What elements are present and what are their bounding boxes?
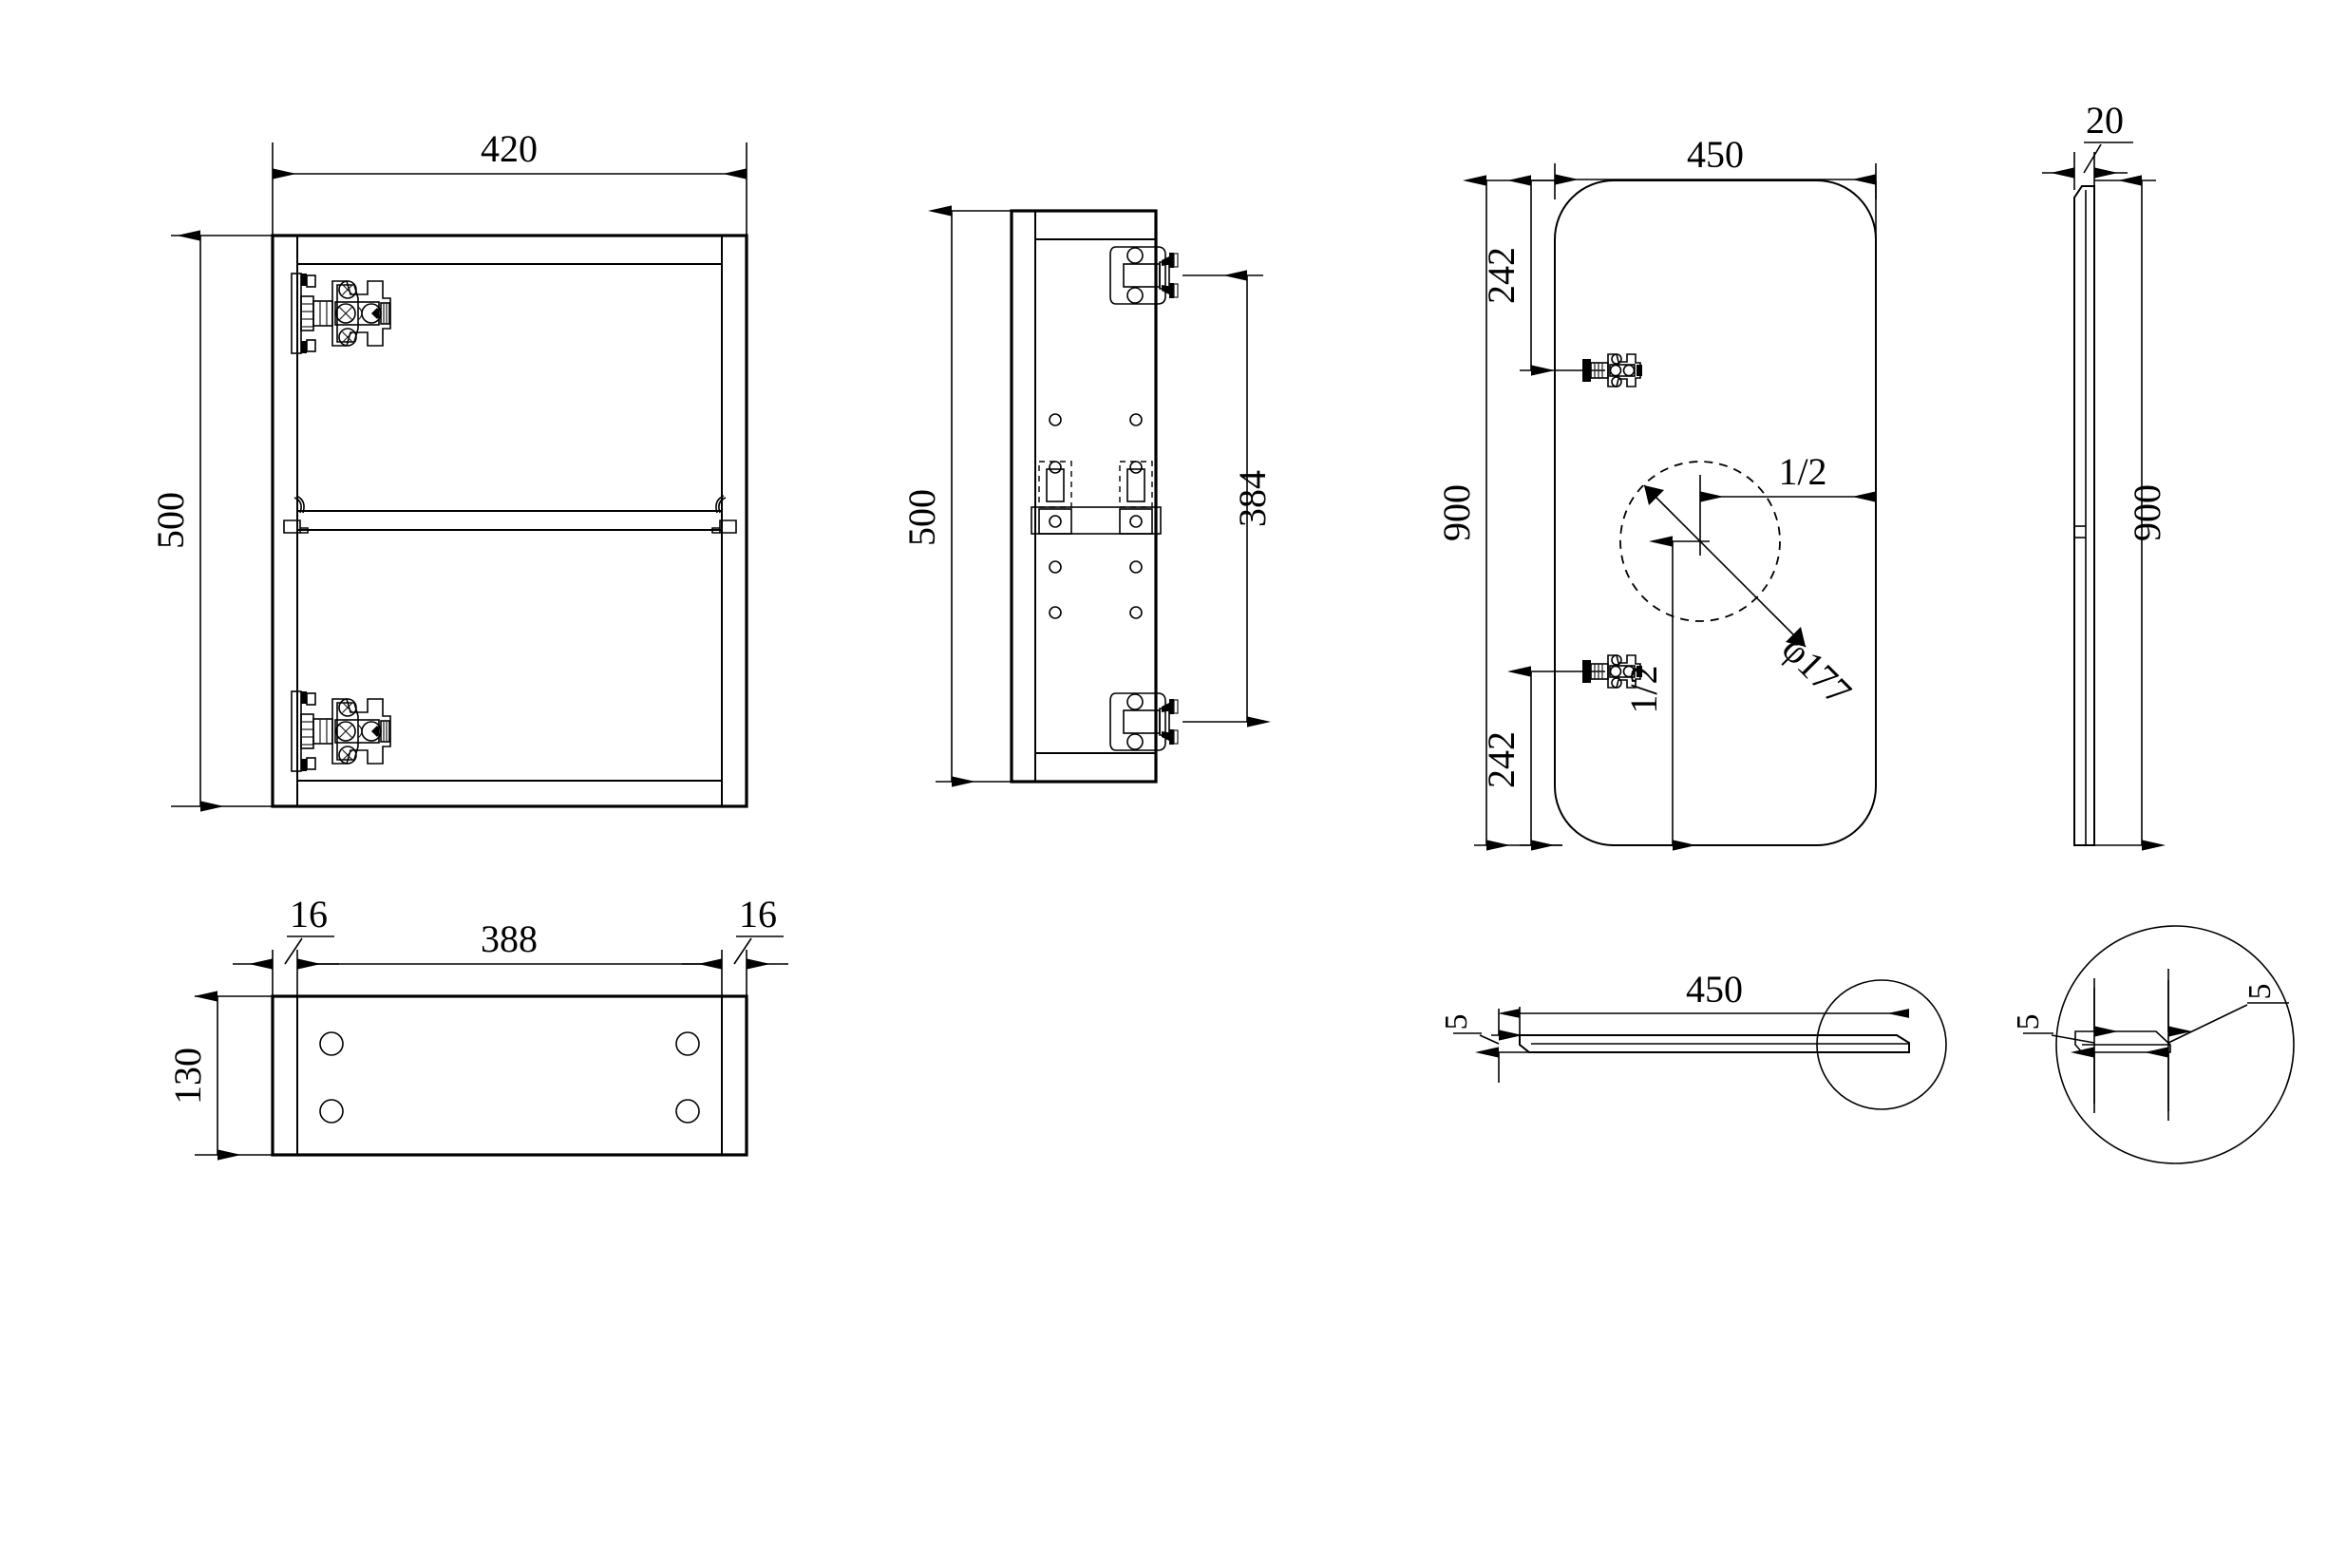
dim-label-cab-width: 420 <box>481 127 538 170</box>
dimension-detail-right-5: 5 <box>2145 969 2289 1121</box>
dim-label-hinge-bottom-offset: 242 <box>1480 731 1523 788</box>
dowel-hole-1 <box>319 1031 344 1056</box>
dim-label-led-half-horizontal: 1/2 <box>1778 450 1826 493</box>
dimension-cab-width: 420 <box>272 127 747 236</box>
dim-label-edge-height: 900 <box>2126 484 2168 541</box>
cabinet-front-view: 420 500 <box>149 127 748 812</box>
dimension-mirror-width: 450 <box>1554 133 1877 199</box>
carcass-section-body <box>1010 209 1158 784</box>
dimension-panel-length: 450 <box>1498 968 1909 1040</box>
dim-label-shelf-height: 130 <box>166 1048 209 1105</box>
dimension-panel-thickness: 5 <box>1439 1009 1531 1083</box>
dimension-edge-thickness: 20 <box>2042 99 2133 190</box>
dimension-cab-height: 500 <box>149 230 285 812</box>
hinge-cup-bottom <box>1109 692 1179 751</box>
dimension-hinge-bottom-offset: 242 <box>1480 666 1605 851</box>
dimension-led-half-horizontal: 1/2 <box>1699 180 1877 556</box>
dim-label-led-half-vertical: 1/2 <box>1622 665 1665 713</box>
mirror-hinge-upper <box>1581 353 1643 387</box>
dimension-edge-height: 900 <box>2094 175 2168 851</box>
bracket-holes <box>1031 413 1162 619</box>
dim-label-shelf-left-thickness: 16 <box>290 893 328 935</box>
mirror-door-front-view: 450 900 242 242 <box>1435 133 1877 851</box>
mirror-top-section-view: 450 5 <box>1439 968 1947 1110</box>
mirror-panel <box>1554 179 1877 846</box>
mirror-panel-section <box>1519 1034 1910 1053</box>
dim-label-mirror-width: 450 <box>1687 133 1744 176</box>
shelf-body <box>271 994 748 1157</box>
dowel-hole-2 <box>319 1099 344 1124</box>
dim-label-cab-height: 500 <box>149 492 192 549</box>
dimension-shelf-inner-width: 388 <box>297 917 722 965</box>
mirror-edge-body <box>2073 185 2095 846</box>
dim-label-hinge-spacing: 384 <box>1231 470 1274 527</box>
dimension-hinge-spacing: 384 <box>1182 270 1274 727</box>
mirror-door-edge-view: 20 900 <box>2042 99 2168 851</box>
detail-enlarged-view: 5 5 <box>2011 925 2295 1164</box>
cabinet-side-section-view: 500 <box>900 205 1274 787</box>
hinge-bottom <box>291 690 391 772</box>
dim-label-panel-thickness: 5 <box>1439 1014 1474 1030</box>
shelf-middle <box>283 495 737 534</box>
dimension-shelf-right-thickness: 16 <box>682 893 788 1004</box>
hinge-cup-top <box>1109 246 1179 305</box>
dimension-shelf-height: 130 <box>166 991 285 1161</box>
dim-label-led-diameter: φ177 <box>1774 628 1861 714</box>
shelf-front-view: 16 388 16 130 <box>166 893 788 1161</box>
dim-label-mirror-height: 900 <box>1435 484 1478 541</box>
cabinet-carcass <box>271 234 748 808</box>
dim-label-detail-right-5: 5 <box>2242 984 2278 1000</box>
dimension-led-half-vertical: 1/2 <box>1622 536 1710 851</box>
dim-label-shelf-right-thickness: 16 <box>739 893 777 935</box>
dim-label-panel-length: 450 <box>1686 968 1743 1011</box>
dimension-hinge-top-offset: 242 <box>1480 175 1605 376</box>
dimension-side-height: 500 <box>900 205 1040 787</box>
dimension-detail-left-5: 5 <box>2011 978 2118 1113</box>
dim-label-detail-left-5: 5 <box>2011 1014 2046 1030</box>
dowel-hole-3 <box>675 1031 700 1056</box>
dim-label-hinge-top-offset: 242 <box>1480 247 1523 304</box>
detail-callout-circle <box>1816 979 1947 1110</box>
dim-label-side-height: 500 <box>900 489 943 546</box>
dim-label-edge-thickness: 20 <box>2086 99 2124 142</box>
dim-label-shelf-inner-width: 388 <box>481 917 538 960</box>
detail-view-circle <box>2055 925 2295 1164</box>
dowel-hole-4 <box>675 1099 700 1124</box>
hinge-top <box>291 273 391 354</box>
dimension-shelf-left-thickness: 16 <box>233 893 339 1004</box>
detail-edge-section <box>2074 1030 2171 1053</box>
